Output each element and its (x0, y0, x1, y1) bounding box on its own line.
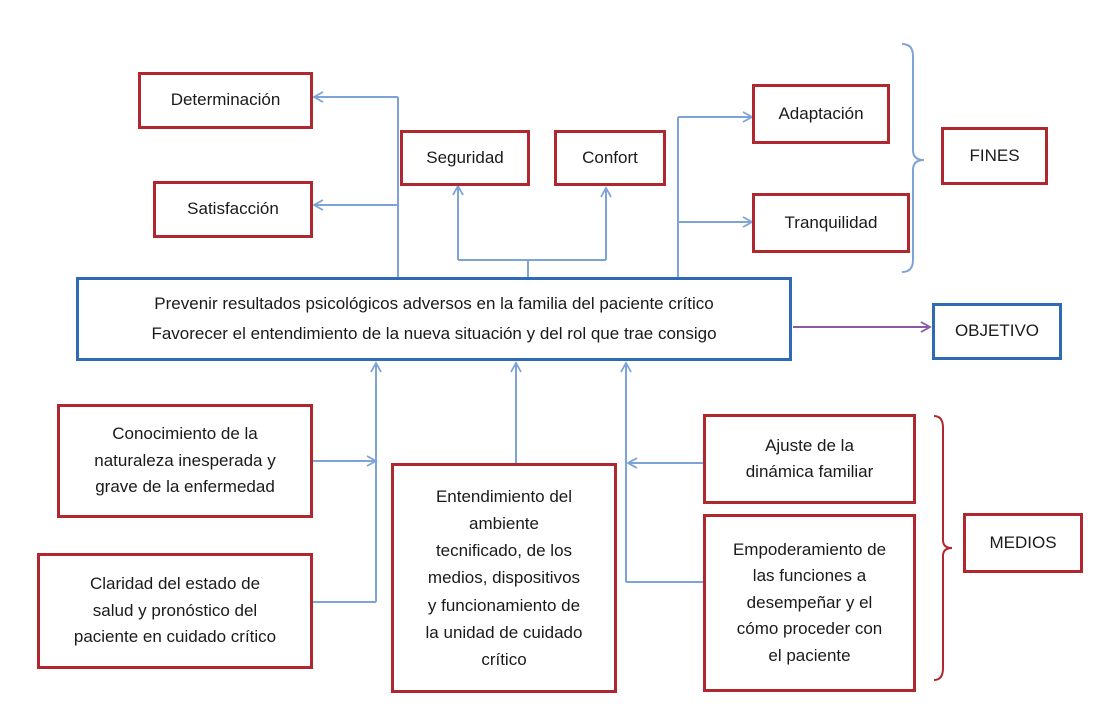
medio-claridad: Claridad del estado de salud y pronóstic… (37, 553, 313, 669)
label-fines: FINES (941, 127, 1048, 185)
fin-tranquilidad: Tranquilidad (752, 193, 910, 253)
medio-entendimiento: Entendimiento del ambiente tecnificado, … (391, 463, 617, 693)
label-medios: MEDIOS (963, 513, 1083, 573)
fin-determinacion: Determinación (138, 72, 313, 129)
fin-confort: Confort (554, 130, 666, 186)
medio-empoderamiento: Empoderamiento de las funciones a desemp… (703, 514, 916, 692)
label-objetivo: OBJETIVO (932, 303, 1062, 360)
objective-line-2: Favorecer el entendimiento de la nueva s… (151, 324, 717, 343)
medios-bracket (933, 415, 953, 681)
objective-line-1: Prevenir resultados psicológicos adverso… (154, 294, 714, 314)
fin-satisfaccion: Satisfacción (153, 181, 313, 238)
objective-box: Prevenir resultados psicológicos adverso… (76, 277, 792, 361)
medio-ajuste: Ajuste de la dinámica familiar (703, 414, 916, 504)
fines-bracket (901, 43, 925, 273)
fin-adaptacion: Adaptación (752, 84, 890, 144)
fin-seguridad: Seguridad (400, 130, 530, 186)
medio-conocimiento: Conocimiento de la naturaleza inesperada… (57, 404, 313, 518)
